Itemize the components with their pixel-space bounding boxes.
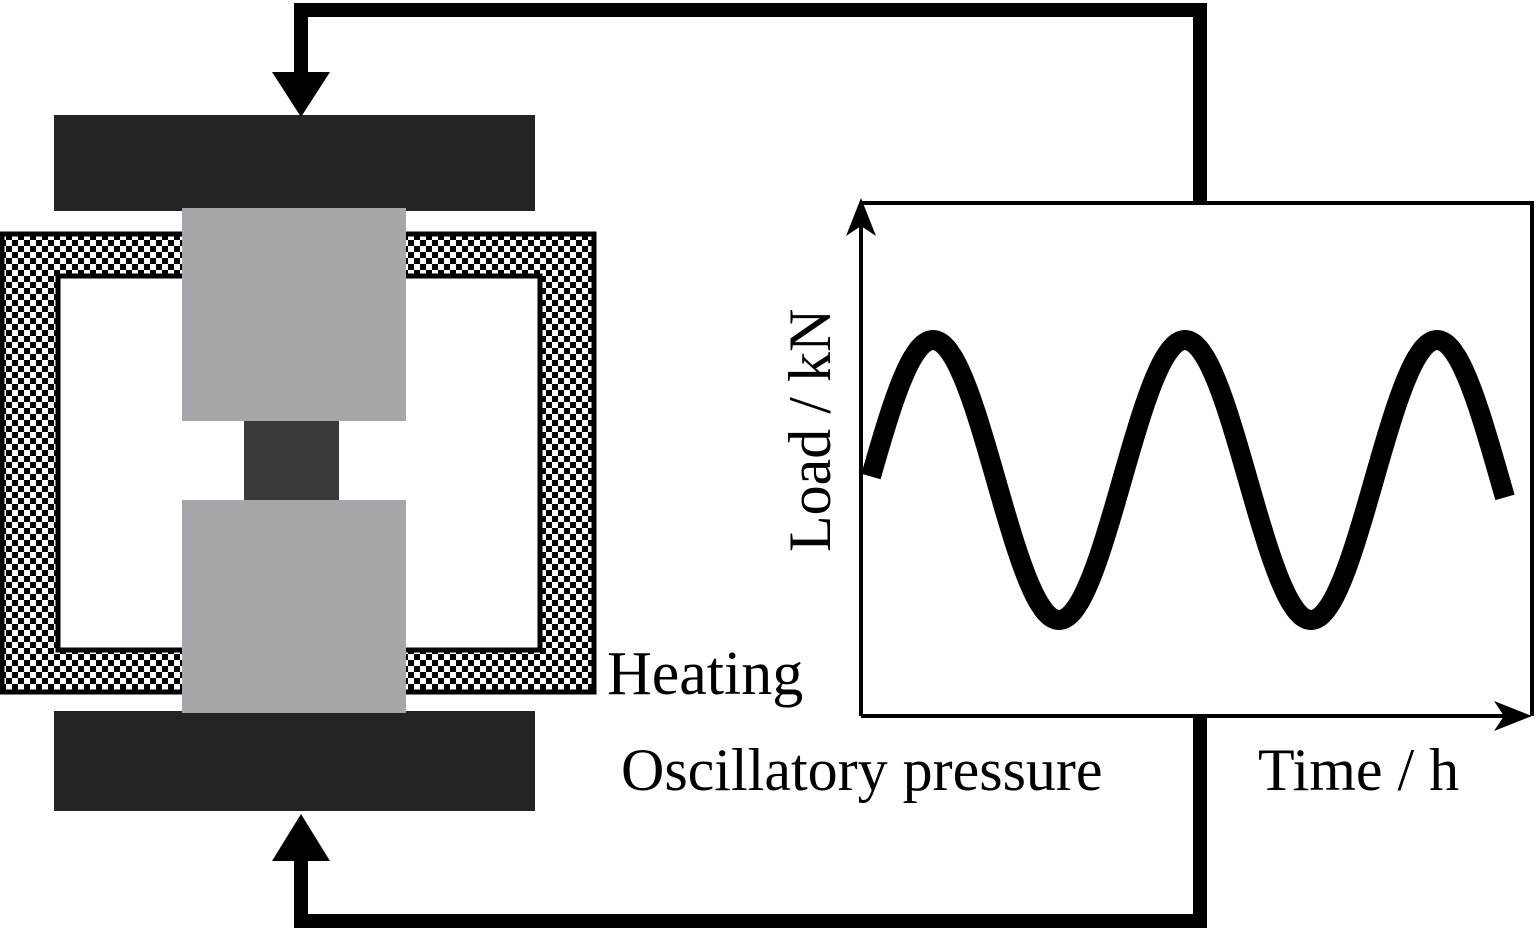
lower-punch: [182, 500, 406, 713]
heating-label: Heating: [607, 640, 803, 708]
bottom-platen: [54, 711, 535, 811]
graph-frame: [861, 201, 1534, 716]
oscillatory-load-curve: [861, 330, 1515, 630]
arrow-up-icon: [272, 814, 330, 861]
y-axis-arrowhead: [846, 198, 876, 236]
arrow-down-icon: [272, 72, 330, 117]
top-platen: [54, 115, 535, 211]
specimen: [244, 421, 339, 500]
x-axis-arrowhead: [1494, 701, 1532, 731]
bottom-load-line: [272, 715, 1207, 928]
oscillatory-pressure-label: Oscillatory pressure: [621, 737, 1103, 803]
top-load-line: [272, 3, 1207, 205]
load-axis-label: Load / kN: [777, 309, 843, 552]
time-axis-label: Time / h: [1258, 737, 1459, 803]
upper-punch: [182, 208, 406, 421]
load-time-graph: Load / kN Time / h: [777, 198, 1534, 803]
